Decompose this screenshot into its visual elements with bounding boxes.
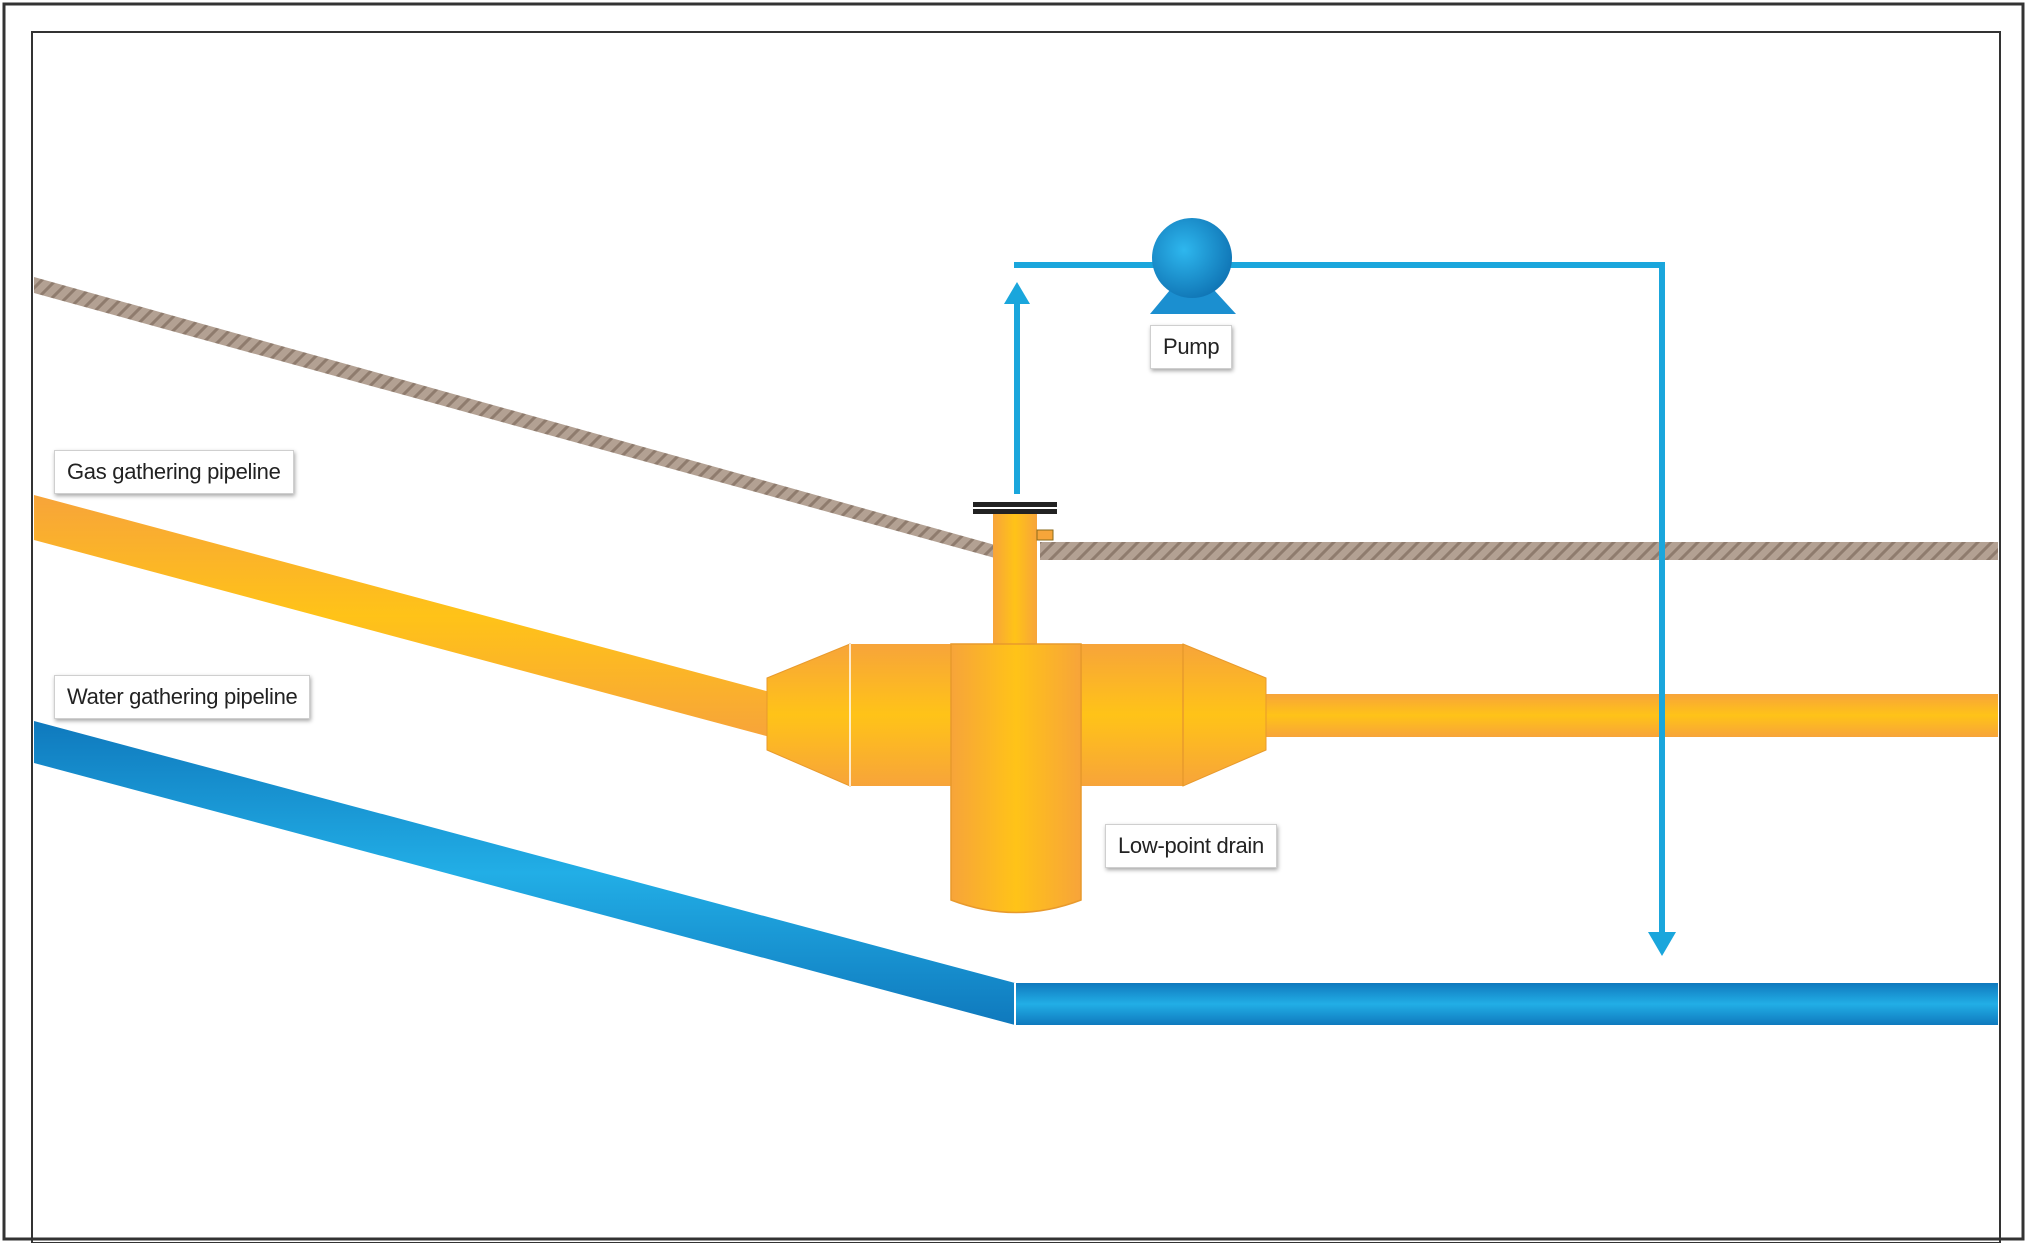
water-pipeline-label: Water gathering pipeline bbox=[54, 675, 311, 719]
flange-icon bbox=[973, 502, 1057, 507]
arrow-down-icon bbox=[1648, 932, 1676, 956]
gas-gathering-pipeline bbox=[34, 495, 1998, 737]
recirculation-line bbox=[1004, 262, 1676, 956]
rope-line bbox=[34, 277, 1998, 560]
pump-label: Pump bbox=[1150, 325, 1233, 369]
side-fitting bbox=[1036, 529, 1054, 541]
low-point-drain bbox=[766, 502, 1267, 914]
water-gathering-pipeline bbox=[34, 721, 1998, 1025]
arrow-up-icon bbox=[1004, 282, 1030, 304]
low-point-drain-label: Low-point drain bbox=[1105, 824, 1277, 868]
drain-left-cone bbox=[766, 643, 851, 787]
inner-frame bbox=[31, 31, 2001, 1243]
drain-right-cone bbox=[1182, 643, 1267, 787]
drain-riser bbox=[993, 512, 1037, 644]
gas-pipeline-label: Gas gathering pipeline bbox=[54, 450, 294, 494]
centrifugal-pump-icon bbox=[1150, 218, 1236, 314]
drain-collector bbox=[950, 643, 1082, 914]
